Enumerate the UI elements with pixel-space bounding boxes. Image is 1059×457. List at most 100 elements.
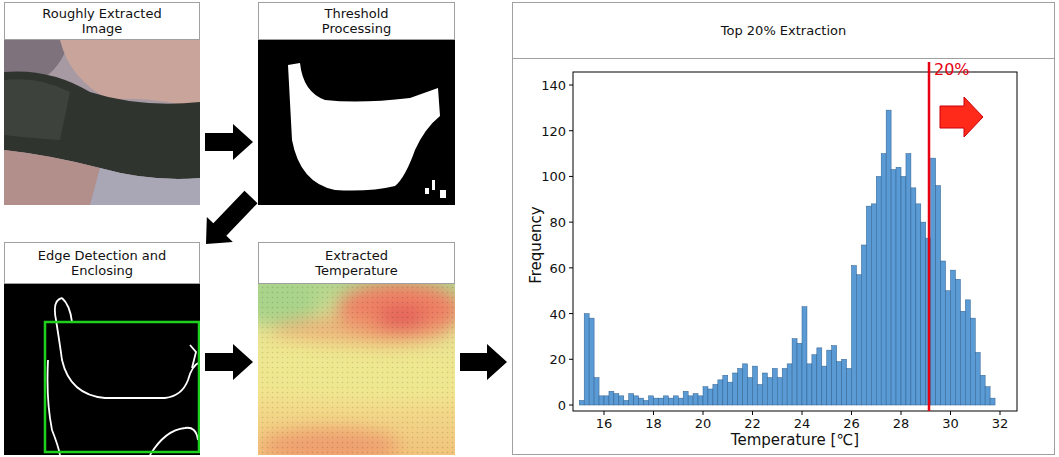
histogram-bar bbox=[975, 352, 980, 405]
panel-header: Edge Detection and Enclosing bbox=[4, 242, 200, 284]
panel-header: Threshold Processing bbox=[258, 2, 455, 40]
tick-label: 0 bbox=[558, 398, 566, 413]
photo-collar-shade bbox=[4, 79, 70, 140]
histogram-bar bbox=[896, 167, 901, 405]
threshold-speck bbox=[425, 188, 429, 194]
red-arrow bbox=[940, 97, 983, 137]
histogram-bar bbox=[748, 378, 753, 405]
image-ground bbox=[258, 40, 455, 205]
histogram-bar bbox=[654, 398, 659, 405]
histogram-bar bbox=[787, 364, 792, 405]
histogram-bar bbox=[693, 394, 698, 405]
edge-contour bbox=[190, 345, 196, 368]
panel-header: Roughly Extracted Image bbox=[4, 2, 200, 40]
histogram-bar bbox=[589, 318, 594, 405]
step-panel: Extracted Temperature bbox=[258, 242, 455, 455]
histogram-bar bbox=[817, 348, 822, 405]
tick-mark bbox=[703, 411, 704, 415]
tick-mark bbox=[569, 222, 573, 223]
histogram-bar bbox=[832, 346, 837, 405]
image-ground bbox=[4, 284, 200, 455]
histogram-bar bbox=[599, 396, 604, 405]
threshold-blob bbox=[288, 63, 440, 191]
histogram-bar bbox=[663, 396, 668, 405]
histogram-bar bbox=[772, 368, 777, 405]
axis-title: Temperature [℃] bbox=[731, 432, 859, 449]
block-arrow bbox=[205, 344, 253, 380]
threshold-image bbox=[258, 40, 455, 205]
photo-ground bbox=[4, 40, 200, 205]
histogram-bar bbox=[931, 158, 936, 405]
histogram-bar bbox=[847, 368, 852, 405]
photo-shirt bbox=[90, 168, 200, 205]
histogram-bar bbox=[827, 350, 832, 405]
histogram-bar bbox=[807, 364, 812, 405]
histogram-bar bbox=[609, 391, 614, 405]
histogram-bar bbox=[911, 188, 916, 405]
histogram-bar bbox=[614, 394, 619, 405]
tick-mark bbox=[569, 313, 573, 314]
histogram-bars bbox=[579, 110, 995, 405]
bounding-box bbox=[45, 322, 199, 452]
histogram-bar bbox=[683, 391, 688, 405]
histogram-bar bbox=[802, 307, 807, 405]
edge-image bbox=[4, 284, 200, 455]
step-panel: Edge Detection and Enclosing bbox=[4, 242, 200, 455]
histogram-bar bbox=[970, 318, 975, 405]
tick-label: 60 bbox=[549, 260, 566, 275]
edge-contour bbox=[48, 360, 61, 455]
histogram-bar bbox=[728, 382, 733, 405]
histogram-bar bbox=[668, 398, 673, 405]
histogram-bar bbox=[812, 355, 817, 405]
step-panel: Roughly Extracted Image bbox=[4, 2, 200, 205]
histogram-bar bbox=[678, 398, 683, 405]
histogram-bar bbox=[629, 394, 634, 405]
thermal-image bbox=[258, 284, 455, 455]
histogram-bar bbox=[658, 398, 663, 405]
histogram-bar bbox=[579, 400, 584, 405]
histogram-bar bbox=[960, 311, 965, 405]
tick-label: 120 bbox=[541, 123, 566, 138]
photo-skin bbox=[4, 150, 100, 205]
panel-title: Edge Detection and Enclosing bbox=[27, 248, 177, 278]
tick-label: 40 bbox=[549, 306, 566, 321]
histogram-bar bbox=[891, 170, 896, 405]
histogram-bar bbox=[718, 380, 723, 405]
histogram-bar bbox=[871, 204, 876, 405]
histogram-bar bbox=[985, 387, 990, 405]
histogram-bar bbox=[634, 396, 639, 405]
histogram-bar bbox=[886, 110, 891, 405]
histogram-bar bbox=[990, 398, 995, 405]
threshold-speck bbox=[432, 180, 435, 190]
histogram-bar bbox=[713, 384, 718, 405]
panel-header: Top 20% Extraction bbox=[513, 3, 1054, 59]
neck-photo bbox=[4, 40, 200, 205]
histogram-bar bbox=[822, 366, 827, 405]
tick-mark bbox=[851, 411, 852, 415]
histogram-bar bbox=[881, 154, 886, 405]
panel-title: Threshold Processing bbox=[307, 6, 407, 36]
tick-mark bbox=[569, 176, 573, 177]
histogram-bar bbox=[604, 396, 609, 405]
histogram-bar bbox=[673, 396, 678, 405]
axis-title: Frequency bbox=[528, 206, 545, 284]
histogram-bar bbox=[901, 176, 906, 405]
thermal-blobs bbox=[258, 284, 455, 455]
tick-mark bbox=[901, 411, 902, 415]
histogram-bar bbox=[703, 387, 708, 405]
histogram-bar bbox=[797, 343, 802, 405]
histogram-bar bbox=[757, 384, 762, 405]
tick-mark bbox=[569, 267, 573, 268]
tick-label: 24 bbox=[794, 416, 811, 431]
panel-header: Extracted Temperature bbox=[258, 242, 455, 284]
histogram-bar bbox=[762, 373, 767, 405]
histogram-bar bbox=[619, 396, 624, 405]
edge-contour bbox=[55, 298, 200, 398]
tick-label: 140 bbox=[541, 78, 566, 93]
histogram-bar bbox=[644, 400, 649, 405]
histogram-bar bbox=[733, 373, 738, 405]
tick-label: 32 bbox=[992, 416, 1009, 431]
histogram-bar bbox=[649, 396, 654, 405]
